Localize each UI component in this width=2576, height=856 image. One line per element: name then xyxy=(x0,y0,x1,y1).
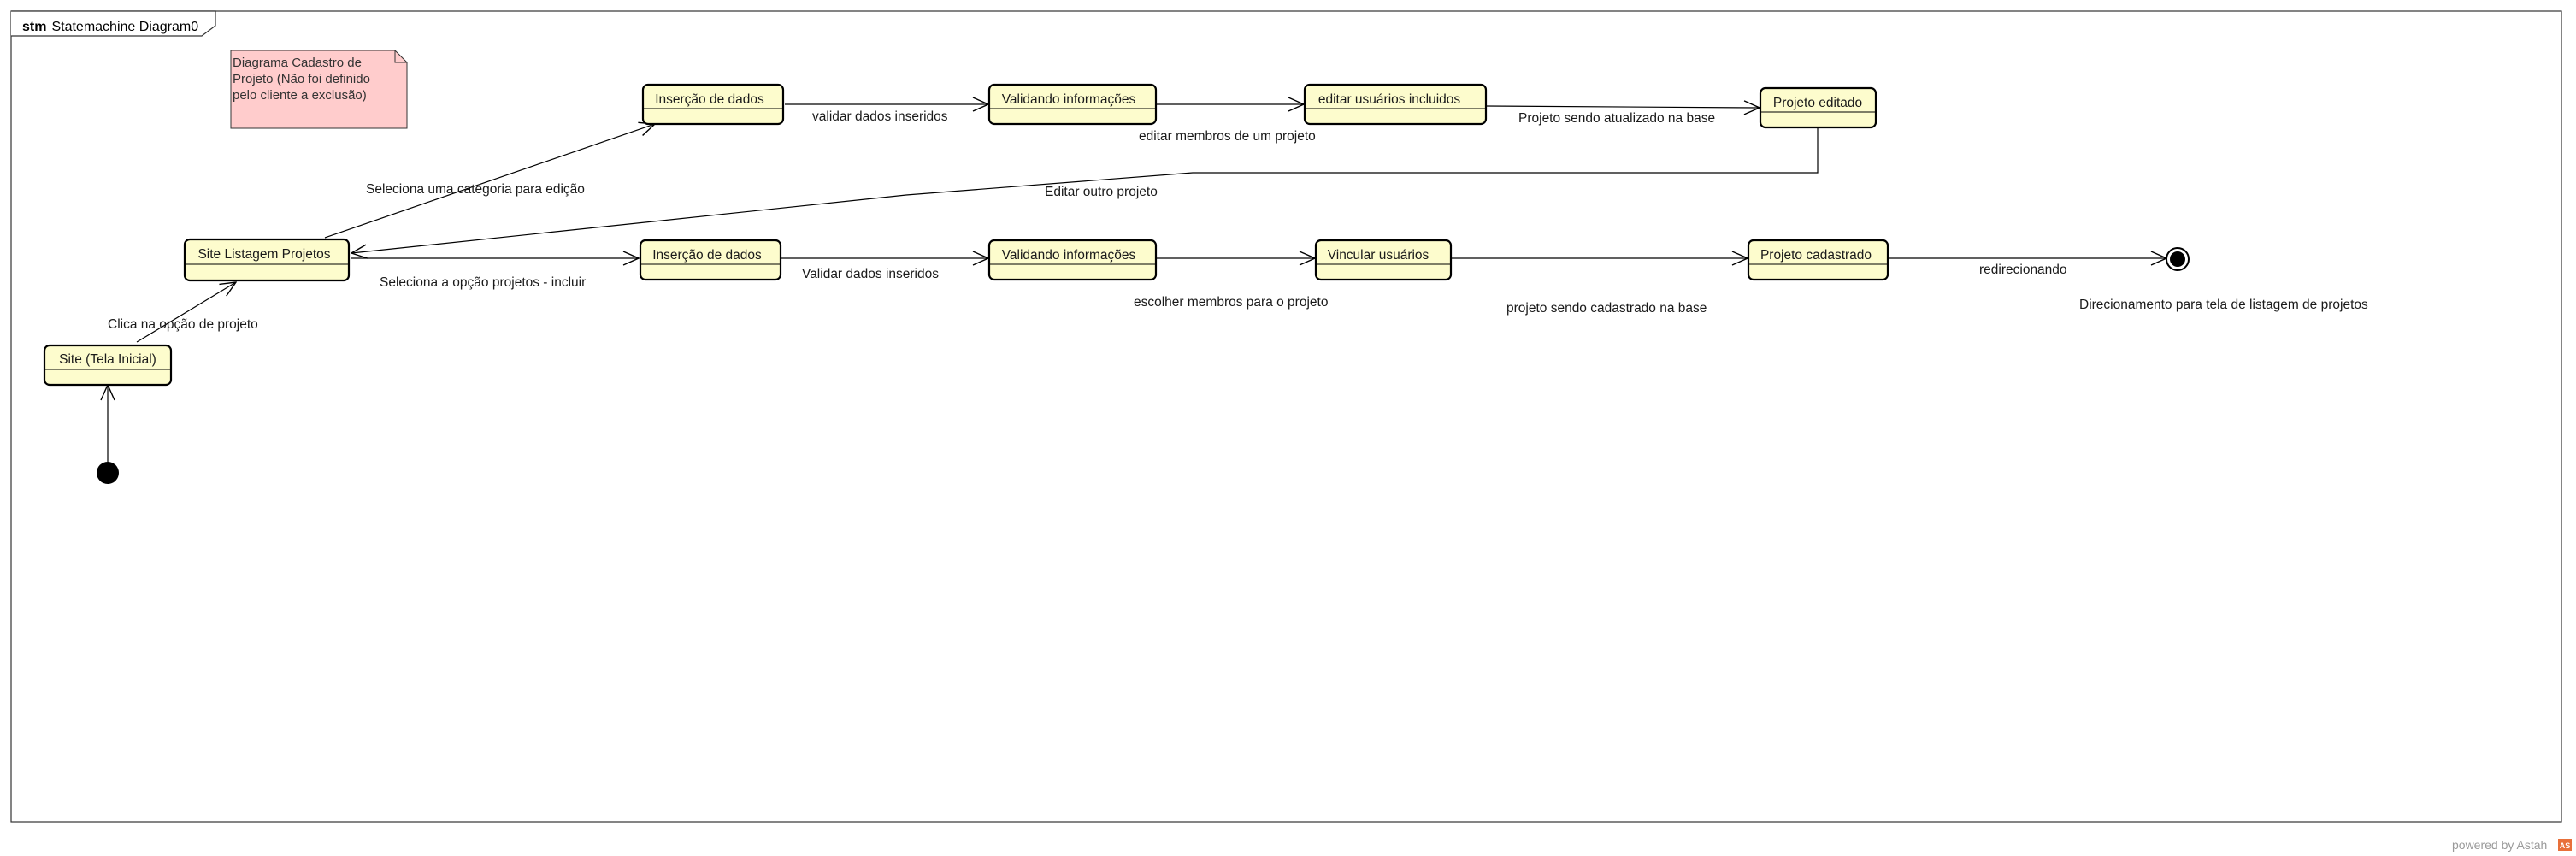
state-label: Projeto cadastrado xyxy=(1760,248,1872,263)
transitions xyxy=(108,104,2166,462)
state-projeto-cadastrado[interactable]: Projeto cadastrado xyxy=(1747,239,1889,281)
transition-listagem-to-insercao-edit[interactable] xyxy=(324,124,655,239)
state-vincular-usuarios[interactable]: Vincular usuários xyxy=(1314,239,1453,281)
label-redirecionando: redirecionando xyxy=(1979,263,2067,277)
initial-state[interactable] xyxy=(97,462,119,484)
label-editar-membros: editar membros de um projeto xyxy=(1139,129,1316,144)
transition-editar-usuarios-to-projeto-editado[interactable] xyxy=(1485,106,1760,108)
label-seleciona-incluir: Seleciona a opção projetos - incluir xyxy=(380,275,586,290)
state-editar-usuarios[interactable]: editar usuários incluidos xyxy=(1303,83,1488,126)
note[interactable]: Diagrama Cadastro de Projeto (Não foi de… xyxy=(230,50,408,129)
watermark-text: powered by Astah xyxy=(2452,838,2547,852)
state-projeto-editado[interactable]: Projeto editado xyxy=(1759,86,1877,129)
state-label: Inserção de dados xyxy=(652,248,762,263)
astah-logo-icon xyxy=(2558,839,2572,851)
final-state[interactable] xyxy=(2166,247,2190,271)
state-label: Site (Tela Inicial) xyxy=(59,352,156,367)
label-seleciona-categoria: Seleciona uma categoria para edição xyxy=(366,182,585,197)
state-site-listagem[interactable]: Site Listagem Projetos xyxy=(183,238,351,282)
state-insercao-edicao[interactable]: Inserção de dados xyxy=(641,83,785,126)
state-label: Vincular usuários xyxy=(1328,248,1429,263)
label-escolher-membros: escolher membros para o projeto xyxy=(1134,295,1328,310)
label-editar-outro: Editar outro projeto xyxy=(1045,185,1158,199)
astah-logo-letters: AS xyxy=(2560,841,2571,850)
transition-projeto-editado-to-listagem[interactable] xyxy=(351,128,1819,253)
label-direcionamento: Direcionamento para tela de listagem de … xyxy=(2079,298,2368,312)
label-atualizado-base: Projeto sendo atualizado na base xyxy=(1518,111,1715,126)
state-label: Inserção de dados xyxy=(655,92,764,107)
state-label: Projeto editado xyxy=(1773,96,1862,110)
state-label: editar usuários incluidos xyxy=(1318,92,1461,107)
note-line-3: pelo cliente a exclusão) xyxy=(233,88,367,103)
transition-labels: Clica na opção de projeto Seleciona uma … xyxy=(108,109,2368,332)
state-validando-inclusao[interactable]: Validando informações xyxy=(987,239,1158,281)
state-insercao-inclusao[interactable]: Inserção de dados xyxy=(639,239,782,281)
frame-title: Statemachine Diagram0 xyxy=(51,20,198,34)
astah-watermark: powered by Astah AS xyxy=(2452,838,2572,852)
state-site-inicial[interactable]: Site (Tela Inicial) xyxy=(43,344,173,387)
state-label: Site Listagem Projetos xyxy=(197,247,330,262)
transition-site-to-listagem[interactable] xyxy=(136,282,236,343)
state-label: Validando informações xyxy=(1002,248,1136,263)
note-line-1: Diagrama Cadastro de xyxy=(233,56,362,70)
label-cadastrado-base: projeto sendo cadastrado na base xyxy=(1506,301,1707,316)
state-label: Validando informações xyxy=(1002,92,1136,107)
note-line-2: Projeto (Não foi definido xyxy=(233,72,370,86)
frame-kind: stm xyxy=(22,20,46,34)
label-clica-projeto: Clica na opção de projeto xyxy=(108,317,258,332)
label-validar-inseridos: validar dados inseridos xyxy=(812,109,948,124)
diagram-frame: stm Statemachine Diagram0 xyxy=(10,10,2562,823)
state-validando-edicao[interactable]: Validando informações xyxy=(987,83,1158,126)
label-validar-inseridos-2: Validar dados inseridos xyxy=(802,267,939,281)
